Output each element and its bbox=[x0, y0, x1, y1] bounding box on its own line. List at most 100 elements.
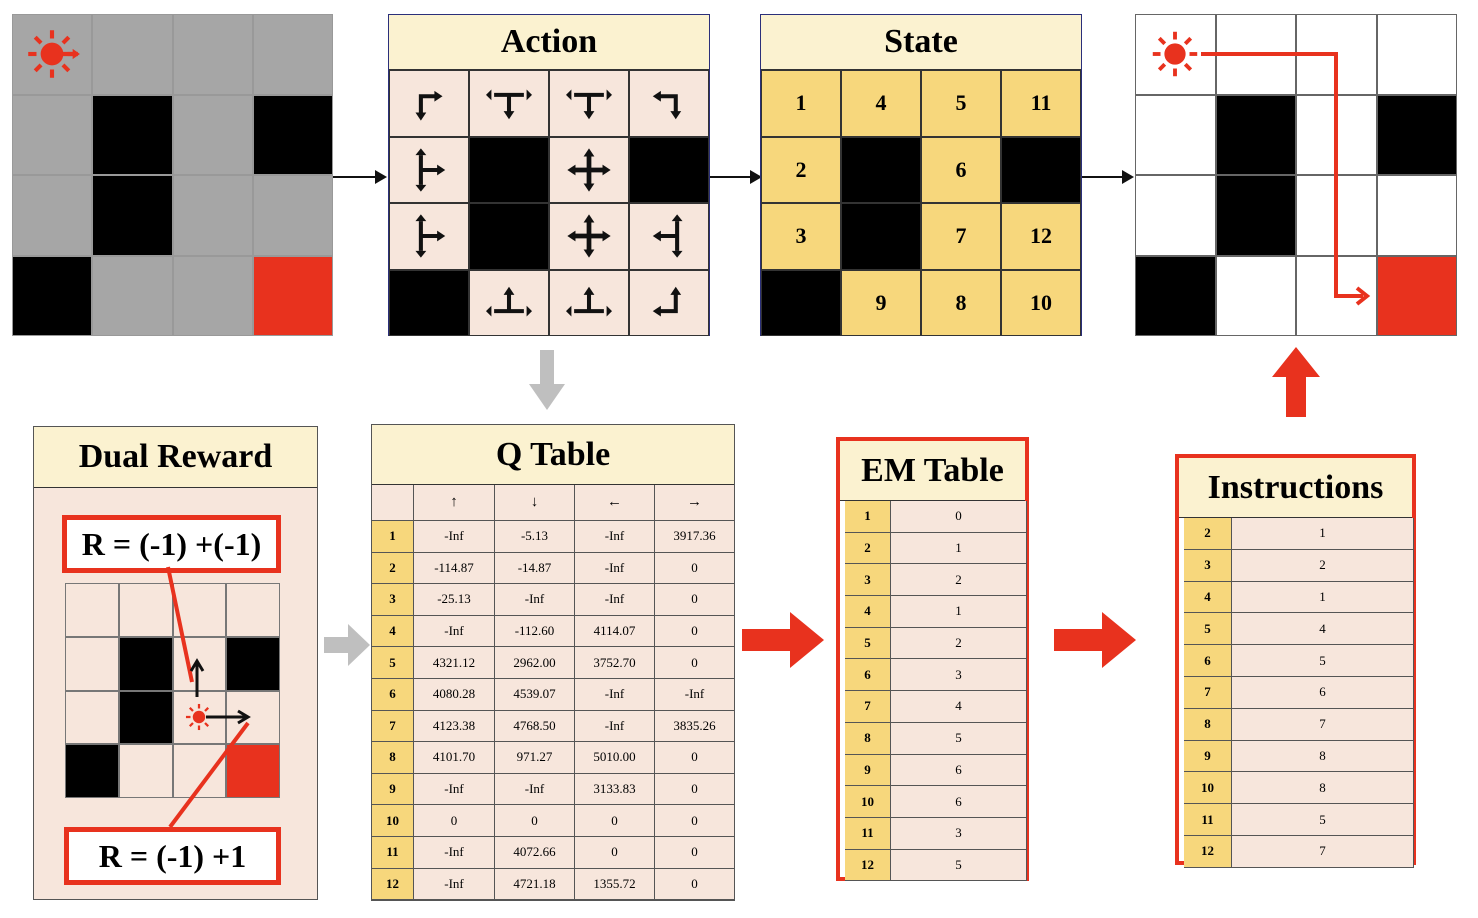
optimal-path-icon bbox=[1201, 52, 1371, 306]
em-table-value-cell: 1 bbox=[891, 532, 1027, 565]
q-table-state-cell: 6 bbox=[372, 678, 414, 711]
action-wall-cell bbox=[389, 269, 469, 336]
path-maze-panel bbox=[1135, 14, 1457, 336]
state-cell: 10 bbox=[1001, 269, 1081, 336]
instructions-state-cell: 2 bbox=[1184, 518, 1232, 550]
q-table-value-cell: 4080.28 bbox=[414, 678, 495, 711]
reward-formula-bottom: R = (-1) +1 bbox=[64, 827, 281, 885]
instructions-value-cell: 7 bbox=[1232, 708, 1414, 741]
turn-left-down-arrow-icon bbox=[652, 91, 682, 120]
state-cell: 2 bbox=[761, 136, 841, 203]
maze-start-cell bbox=[1135, 14, 1216, 95]
q-table-state-cell: 7 bbox=[372, 710, 414, 743]
instructions-value-cell: 7 bbox=[1232, 835, 1414, 868]
reward-annotation-lines bbox=[166, 566, 251, 829]
maze-open-cell bbox=[172, 94, 253, 175]
q-table-value-cell: 4768.50 bbox=[495, 710, 575, 743]
q-table-value-cell: 971.27 bbox=[495, 742, 575, 774]
q-table-value-cell: 4321.12 bbox=[414, 647, 495, 679]
q-table-value-cell: -14.87 bbox=[495, 552, 575, 585]
state-cell: 7 bbox=[921, 203, 1001, 270]
q-table-value-cell: 0 bbox=[655, 836, 735, 869]
instructions-value-cell: 8 bbox=[1232, 772, 1414, 805]
state-wall-cell bbox=[841, 136, 921, 203]
q-table-state-cell: 5 bbox=[372, 647, 414, 679]
q-table-value-cell: -Inf bbox=[414, 615, 495, 648]
maze-open-cell bbox=[65, 583, 119, 637]
maze-open-cell bbox=[92, 14, 173, 95]
q-table-header-cell: ↓ bbox=[495, 485, 575, 521]
q-table-title: Q Table bbox=[372, 425, 734, 485]
state-wall-cell bbox=[841, 203, 921, 270]
q-table-value-cell: -5.13 bbox=[495, 521, 575, 553]
em-table-state-cell: 4 bbox=[845, 596, 891, 628]
em-table-title: EM Table bbox=[840, 441, 1025, 501]
q-table-value-cell: 4101.70 bbox=[414, 742, 495, 774]
state-cell: 12 bbox=[1001, 203, 1081, 270]
instructions-state-cell: 3 bbox=[1184, 549, 1232, 582]
turn-down-right-arrow-icon bbox=[415, 91, 443, 121]
maze-open-cell bbox=[1215, 255, 1296, 336]
action-cell bbox=[549, 136, 629, 203]
gray-down-arrow-icon bbox=[529, 350, 565, 410]
q-table-value-cell: -Inf bbox=[414, 836, 495, 869]
q-table-state-cell: 2 bbox=[372, 552, 414, 585]
em-table-state-cell: 11 bbox=[845, 817, 891, 850]
q-table-state-cell: 3 bbox=[372, 584, 414, 616]
q-table-value-cell: 0 bbox=[575, 836, 655, 869]
dual-reward-title: Dual Reward bbox=[34, 427, 317, 488]
action-cell bbox=[629, 203, 709, 270]
dual-reward-panel: Dual Reward R = (-1) +(-1) R = (-1) +1 bbox=[33, 426, 318, 900]
action-wall-cell bbox=[469, 136, 549, 203]
q-table-value-cell: -Inf bbox=[575, 678, 655, 711]
action-cell bbox=[549, 203, 629, 270]
action-grid bbox=[389, 70, 709, 336]
state-panel-title: State bbox=[761, 15, 1081, 70]
q-table-header-cell: → bbox=[655, 485, 735, 521]
q-table-value-cell: -Inf bbox=[414, 521, 495, 553]
state-cell: 8 bbox=[921, 269, 1001, 336]
em-table-value-cell: 5 bbox=[891, 849, 1027, 882]
reward-formula-top-text: R = (-1) +(-1) bbox=[81, 525, 262, 562]
reward-formula-bottom-text: R = (-1) +1 bbox=[98, 837, 247, 874]
q-table-value-cell: 0 bbox=[655, 805, 735, 837]
em-table-value-cell: 5 bbox=[891, 722, 1027, 755]
em-table-state-cell: 3 bbox=[845, 564, 891, 597]
em-table-value-cell: 3 bbox=[891, 659, 1027, 692]
q-table-value-cell: 4721.18 bbox=[495, 868, 575, 901]
state-wall-cell bbox=[761, 269, 841, 336]
maze-goal-cell bbox=[226, 744, 280, 798]
state-cell: 4 bbox=[841, 70, 921, 137]
flow-arrowhead bbox=[375, 170, 387, 184]
q-table-value-cell: -Inf bbox=[655, 678, 735, 711]
instructions-state-cell: 7 bbox=[1184, 676, 1232, 709]
q-table-value-cell: -Inf bbox=[575, 521, 655, 553]
em-table-value-cell: 3 bbox=[891, 817, 1027, 850]
q-table-value-cell: 1355.72 bbox=[575, 868, 655, 901]
q-table-value-cell: 0 bbox=[655, 742, 735, 774]
q-table-value-cell: 0 bbox=[655, 868, 735, 901]
maze-open-cell bbox=[12, 175, 93, 256]
em-table-value-cell: 1 bbox=[891, 596, 1027, 628]
q-table-state-cell: 12 bbox=[372, 868, 414, 901]
maze-open-cell bbox=[65, 690, 119, 745]
maze-wall-cell bbox=[92, 175, 173, 256]
q-table-value-cell: 4539.07 bbox=[495, 678, 575, 711]
q-table-value-cell: 5010.00 bbox=[575, 742, 655, 774]
q-table-value-cell: -114.87 bbox=[414, 552, 495, 585]
action-panel-title: Action bbox=[389, 15, 709, 70]
maze-open-cell bbox=[1135, 94, 1216, 175]
action-panel: Action bbox=[388, 14, 710, 336]
instructions-state-cell: 4 bbox=[1184, 581, 1232, 614]
q-table-value-cell: -Inf bbox=[414, 773, 495, 806]
q-table-header-cell: ← bbox=[575, 485, 655, 521]
q-table-value-cell: 3835.26 bbox=[655, 710, 735, 743]
instructions-value-cell: 4 bbox=[1232, 613, 1414, 646]
q-table-header-cell: ↑ bbox=[414, 485, 495, 521]
